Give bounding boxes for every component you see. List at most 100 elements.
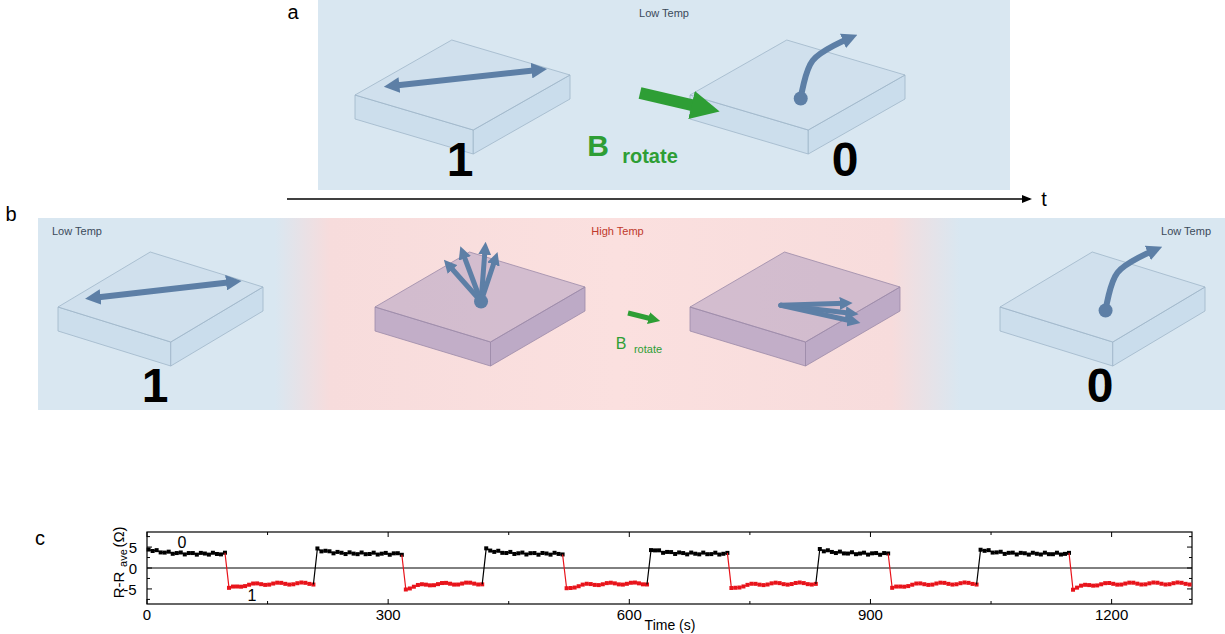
data-point bbox=[1011, 551, 1015, 555]
moment-ball bbox=[1099, 304, 1113, 318]
data-point bbox=[1087, 583, 1091, 587]
data-point bbox=[778, 581, 782, 585]
data-point bbox=[922, 582, 926, 586]
data-point bbox=[633, 581, 637, 585]
tick bbox=[749, 532, 750, 535]
data-point bbox=[424, 583, 428, 587]
data-point bbox=[701, 551, 705, 555]
data-point bbox=[914, 582, 918, 586]
data-point bbox=[685, 552, 689, 556]
data-point bbox=[890, 586, 894, 590]
data-point bbox=[512, 552, 516, 556]
slab-top bbox=[375, 252, 585, 342]
data-point bbox=[806, 582, 810, 586]
axis-title: (Ω) bbox=[111, 526, 126, 547]
data-line bbox=[149, 550, 225, 555]
state-number: 1 bbox=[142, 362, 169, 410]
data-point bbox=[565, 586, 569, 590]
data-point bbox=[569, 586, 573, 590]
plot bbox=[147, 532, 1192, 604]
data-point bbox=[1143, 582, 1147, 586]
data-line bbox=[482, 548, 562, 584]
data-point bbox=[1172, 581, 1176, 585]
data-point bbox=[782, 582, 786, 586]
data-point bbox=[352, 552, 356, 556]
sample-slab bbox=[375, 252, 585, 366]
band-title: Low Temp bbox=[1161, 226, 1211, 237]
data-point bbox=[1047, 552, 1051, 556]
data-point bbox=[1111, 582, 1115, 586]
tick bbox=[508, 601, 509, 604]
data-point bbox=[187, 551, 191, 555]
data-point bbox=[609, 581, 613, 585]
band-title: Low Temp bbox=[639, 8, 689, 19]
data-point bbox=[621, 583, 625, 587]
data-point bbox=[987, 548, 991, 552]
data-point bbox=[854, 552, 858, 556]
data-line bbox=[816, 549, 888, 584]
data-point bbox=[979, 548, 983, 552]
tick bbox=[1187, 547, 1192, 548]
data-point bbox=[553, 551, 557, 555]
data-point bbox=[219, 552, 223, 556]
data-point bbox=[247, 583, 251, 587]
data-point bbox=[770, 581, 774, 585]
time-axis bbox=[287, 198, 1030, 200]
data-point bbox=[894, 585, 898, 589]
data-line bbox=[647, 550, 727, 584]
tick bbox=[147, 578, 150, 579]
data-point bbox=[1079, 584, 1083, 588]
data-point bbox=[163, 551, 167, 555]
data-point bbox=[167, 550, 171, 554]
data-point bbox=[906, 584, 910, 588]
data-point bbox=[705, 552, 709, 556]
data-point bbox=[625, 582, 629, 586]
tick bbox=[991, 601, 992, 604]
data-point bbox=[243, 584, 247, 588]
data-point bbox=[303, 581, 307, 585]
data-point bbox=[717, 553, 721, 557]
data-point bbox=[669, 550, 673, 554]
tick-label: 0 bbox=[143, 607, 151, 622]
data-point bbox=[151, 549, 155, 553]
data-point bbox=[336, 550, 340, 554]
data-point bbox=[508, 550, 512, 554]
tick-label: 5 bbox=[129, 540, 137, 555]
tick bbox=[991, 532, 992, 535]
data-point bbox=[629, 581, 633, 585]
data-point bbox=[1167, 582, 1171, 586]
tick bbox=[508, 532, 509, 535]
data-point bbox=[657, 548, 661, 552]
data-point bbox=[1027, 553, 1031, 557]
data-point bbox=[271, 582, 275, 586]
data-point bbox=[838, 550, 842, 554]
data-point bbox=[910, 583, 914, 587]
data-point bbox=[360, 551, 364, 555]
data-point bbox=[323, 549, 327, 553]
data-point bbox=[597, 583, 601, 587]
data-point bbox=[866, 553, 870, 557]
data-point bbox=[581, 583, 585, 587]
axis-label: t bbox=[1041, 189, 1047, 209]
moment-ball bbox=[794, 92, 808, 106]
data-point bbox=[388, 553, 392, 557]
data-point bbox=[882, 551, 886, 555]
data-point bbox=[1188, 583, 1192, 587]
data-point bbox=[593, 583, 597, 587]
panel-letter: b bbox=[5, 204, 16, 224]
data-point bbox=[239, 585, 243, 589]
data-point bbox=[934, 582, 938, 586]
data-point bbox=[930, 583, 934, 587]
data-point bbox=[677, 550, 681, 554]
data-point bbox=[504, 551, 508, 555]
data-point bbox=[1127, 581, 1131, 585]
tick bbox=[147, 568, 152, 569]
data-point bbox=[737, 586, 741, 590]
data-point bbox=[1159, 582, 1163, 586]
data-point bbox=[954, 582, 958, 586]
data-point bbox=[689, 551, 693, 555]
band-title: Low Temp bbox=[52, 226, 102, 237]
data-point bbox=[412, 585, 416, 589]
data-point bbox=[520, 551, 524, 555]
data-point bbox=[673, 552, 677, 556]
